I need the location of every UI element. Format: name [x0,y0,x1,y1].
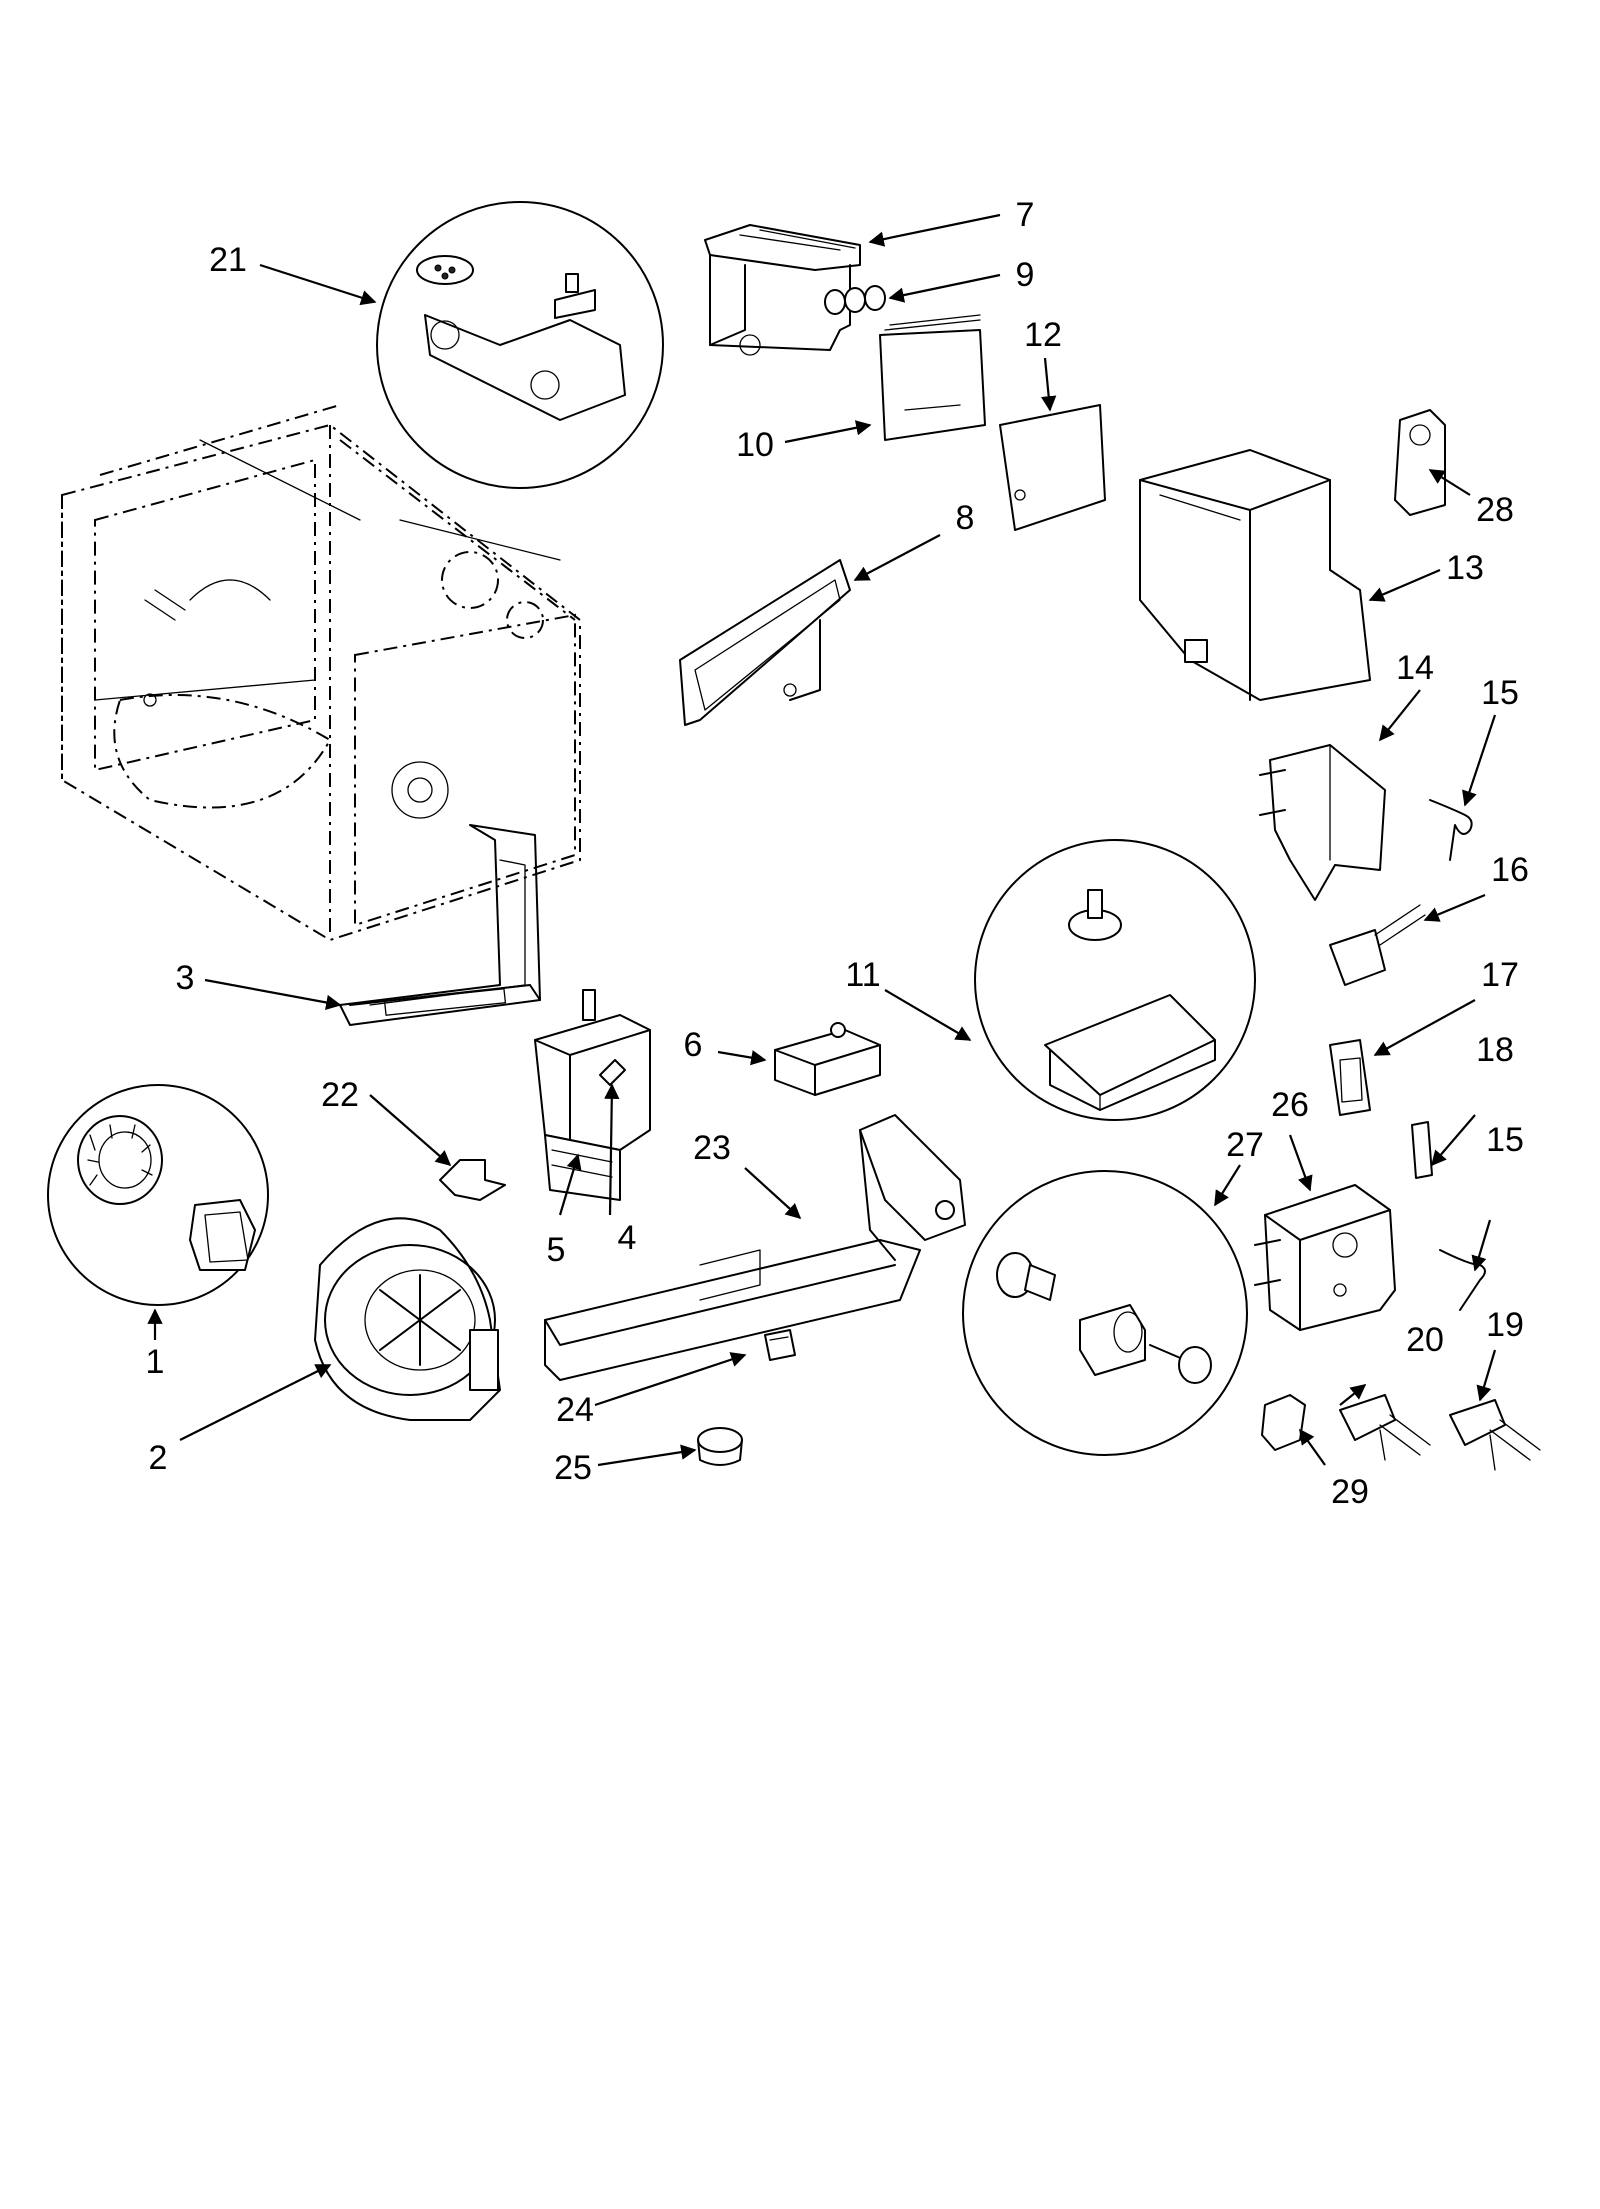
callout-19: 19 [1486,1306,1524,1344]
part-29-cam [1261,1394,1306,1451]
callout-14: 14 [1396,649,1434,687]
part-14-latch [1259,744,1386,901]
callout-22: 22 [321,1076,359,1114]
leader-lines [147,213,1497,1467]
callout-18: 18 [1476,1031,1514,1069]
part-26-latch [1254,1184,1396,1331]
callout-24: 24 [556,1391,594,1429]
part-19-switch [1449,1399,1541,1471]
part-18-fuse [1411,1121,1433,1179]
part-2-blower [314,1217,501,1421]
part-13-housing [1139,449,1371,701]
part-21-detail [376,201,664,489]
part-11-detail [974,839,1256,1121]
part-23-duct [544,1114,966,1381]
callout-10: 10 [736,426,774,464]
callout-7: 8 [955,499,975,537]
part-5-magnetron [534,989,651,1201]
callout-9: 9 [1015,256,1035,294]
callout-12: 12 [1024,316,1062,354]
callout-3: 3 [175,959,195,997]
part-17-actuator [1329,1039,1371,1116]
callout-26: 26 [1271,1086,1309,1124]
callout-17: 17 [1481,956,1519,994]
callout-20: 20 [1406,1321,1444,1359]
callout-15-lower: 15 [1486,1121,1524,1159]
part-24-clip [764,1329,796,1361]
part-25-grommet [697,1427,743,1466]
callout-13: 13 [1446,549,1484,587]
callout-1: 1 [145,1343,165,1381]
callout-15-upper: 15 [1481,674,1519,712]
part-8-control-bracket [704,224,861,356]
callout-29: 29 [1331,1473,1369,1511]
callout-27: 27 [1226,1126,1264,1164]
callout-2: 2 [148,1439,168,1477]
callout-25: 25 [554,1449,592,1487]
callout-23: 23 [693,1129,731,1167]
part-6-capacitor [774,1022,881,1096]
part-22-bracket [439,1159,506,1201]
part-4-sensor [599,1059,626,1086]
part-9-rollers [824,285,886,315]
part-12-plate [999,404,1106,531]
callout-6: 6 [683,1026,703,1064]
callout-8: 7 [1015,196,1035,234]
part-15-spring-upper [1429,799,1473,861]
part-1-detail [47,1084,269,1306]
part-3-waveguide [339,824,541,1026]
oven-cavity-assembly [61,404,581,942]
part-16-switch [1329,904,1426,986]
part-20-switch [1339,1394,1431,1461]
part-10-control-board [879,314,986,441]
part-27-detail [962,1170,1248,1456]
callout-4: 4 [617,1219,637,1257]
callout-11: 11 [845,956,881,994]
callout-21: 21 [209,241,247,279]
part-28-clip [1394,409,1446,516]
callout-28: 28 [1476,491,1514,529]
callout-16: 16 [1491,851,1529,889]
part-7-panel [679,559,851,726]
callout-5: 5 [546,1231,566,1269]
